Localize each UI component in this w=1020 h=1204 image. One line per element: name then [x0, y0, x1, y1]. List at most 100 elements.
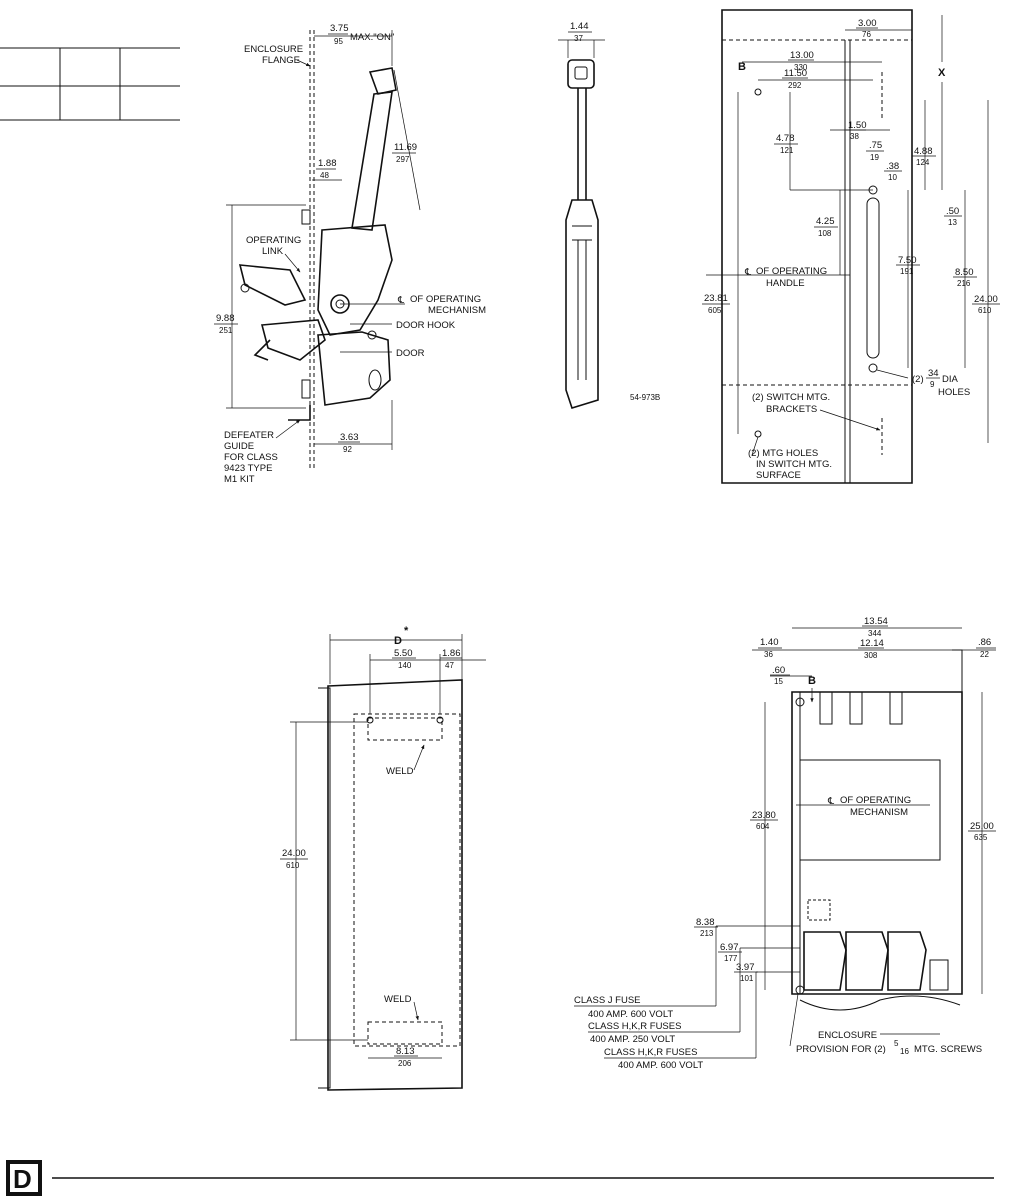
dim-0-86-bottom: 22	[980, 650, 989, 659]
door-label: DOOR	[396, 348, 425, 359]
side-view-mechanism: 3.75 95 MAX."ON" ENCLOSURE FLANGE 1.88 4…	[214, 23, 486, 485]
logo-letter: D	[13, 1164, 32, 1194]
d-star-asterisk: *	[404, 625, 409, 637]
dia-holes-bottom: 9	[930, 380, 935, 389]
weld-label-top: WELD	[386, 766, 414, 777]
class-hkr-600-rating: 400 AMP. 600 VOLT	[618, 1060, 703, 1071]
dim-11-69-top: 11.69	[394, 142, 417, 153]
dim-1-50-bottom: 38	[850, 132, 859, 141]
dim-8-50-bottom: 216	[957, 279, 971, 288]
holes-label: HOLES	[938, 387, 970, 398]
cl-symbol-handle: ℄	[744, 267, 752, 278]
provision-bottom: 16	[900, 1047, 909, 1056]
dim-9-88-bottom: 251	[219, 326, 233, 335]
dim-24-00-top-door: 24.00	[282, 848, 306, 859]
dim-0-38-top: .38	[886, 161, 899, 172]
dim-12-14-bottom: 308	[864, 651, 878, 660]
dim-3-75-suffix: MAX."ON"	[350, 32, 394, 43]
dim-8-38-bottom: 213	[700, 929, 714, 938]
cl-symbol-mech: ℄	[397, 295, 405, 306]
dim-1-40-top: 1.40	[760, 637, 779, 648]
b-marker-bottom: B	[808, 675, 816, 687]
dim-4-78-top: 4.78	[776, 133, 795, 144]
dim-1-86-top: 1.86	[442, 648, 461, 659]
dim-9-88-top: 9.88	[216, 313, 235, 324]
defeater-label-1: DEFEATER	[224, 430, 274, 441]
mtg-holes-label-1: (2) MTG HOLES	[748, 448, 818, 459]
b-marker-top: B	[738, 61, 746, 73]
dim-23-80-top: 23.80	[752, 810, 776, 821]
switch-mtg-label-1: (2) SWITCH MTG.	[752, 392, 830, 403]
dim-1-44-bottom: 37	[574, 34, 583, 43]
dim-8-13-bottom: 206	[398, 1059, 412, 1068]
dim-11-50-top: 11.50	[784, 68, 807, 79]
dim-3-97-top: 3.97	[736, 962, 755, 973]
front-view-handle: 1.44 37 54-973B	[558, 21, 660, 409]
mtg-holes-label-3: SURFACE	[756, 470, 801, 481]
dim-24-00-top-right: 24.00	[974, 294, 998, 305]
dim-0-60-top: .60	[772, 665, 785, 676]
cl-symbol-mech-b: ℄	[827, 796, 835, 807]
dia-holes-prefix: (2)	[912, 374, 924, 385]
x-marker: X	[938, 67, 946, 79]
dim-0-60-bottom: 15	[774, 677, 783, 686]
cl-mechanism-label-2: MECHANISM	[428, 305, 486, 316]
dim-0-50-bottom: 13	[948, 218, 957, 227]
operating-link-label-1: OPERATING	[246, 235, 301, 246]
dim-1-50-top: 1.50	[848, 120, 867, 131]
dim-23-81-bottom: 605	[708, 306, 722, 315]
provision-suffix: MTG. SCREWS	[914, 1044, 982, 1055]
dim-6-97-top: 6.97	[720, 942, 739, 953]
dim-1-40-bottom: 36	[764, 650, 773, 659]
dim-4-88-bottom: 124	[916, 158, 930, 167]
dim-8-50-top: 8.50	[955, 267, 974, 278]
part-number: 54-973B	[630, 393, 660, 402]
dim-13-00-top: 13.00	[790, 50, 814, 61]
dim-1-88-bottom: 48	[320, 171, 329, 180]
dim-13-54-bottom: 344	[868, 629, 882, 638]
class-j-label: CLASS J FUSE	[574, 995, 641, 1006]
cl-mech-b-label-2: MECHANISM	[850, 807, 908, 818]
dim-0-75-top: .75	[869, 140, 882, 151]
dim-6-97-bottom: 177	[724, 954, 738, 963]
dim-4-88-top: 4.88	[914, 146, 933, 157]
footer: D	[6, 1160, 994, 1196]
d-star-label: D	[394, 635, 402, 647]
dim-24-00-bottom-door: 610	[286, 861, 300, 870]
dim-1-86-bottom: 47	[445, 661, 454, 670]
dia-holes-top: 34	[928, 368, 939, 379]
door-view: D * 5.50 140 1.86 47 WELD WELD 24.00 610…	[280, 625, 486, 1091]
dim-8-38-top: 8.38	[696, 917, 715, 928]
dim-7-50-top: 7.50	[898, 255, 917, 266]
dim-7-50-bottom: 191	[900, 267, 914, 276]
dim-24-00-bottom-right: 610	[978, 306, 992, 315]
dim-3-75-top: 3.75	[330, 23, 349, 34]
dim-3-00-top: 3.00	[858, 18, 877, 29]
dim-5-50-top: 5.50	[394, 648, 413, 659]
dim-3-00-bottom: 76	[862, 30, 871, 39]
operating-link-label-2: LINK	[262, 246, 284, 257]
dim-4-25-bottom: 108	[818, 229, 832, 238]
class-hkr-600-label: CLASS H,K,R FUSES	[604, 1047, 697, 1058]
weld-label-bottom: WELD	[384, 994, 412, 1005]
dim-3-75-bottom: 95	[334, 37, 343, 46]
class-hkr-250-rating: 400 AMP. 250 VOLT	[590, 1034, 675, 1045]
dim-11-50-bottom: 292	[788, 81, 802, 90]
defeater-label-4: 9423 TYPE	[224, 463, 272, 474]
cl-handle-label-2: HANDLE	[766, 278, 805, 289]
dim-4-78-bottom: 121	[780, 146, 794, 155]
mtg-holes-label-2: IN SWITCH MTG.	[756, 459, 832, 470]
class-hkr-250-label: CLASS H,K,R FUSES	[588, 1021, 681, 1032]
dim-4-25-top: 4.25	[816, 216, 835, 227]
dim-23-81-top: 23.81	[704, 293, 728, 304]
cl-mech-b-label-1: OF OPERATING	[840, 795, 911, 806]
provision-top: 5	[894, 1039, 899, 1048]
dim-0-86-top: .86	[978, 637, 991, 648]
enclosure-flange-label-2: FLANGE	[262, 55, 300, 66]
dim-1-88-top: 1.88	[318, 158, 337, 169]
door-hook-label: DOOR HOOK	[396, 320, 456, 331]
dim-1-44-top: 1.44	[570, 21, 589, 32]
dim-5-50-bottom: 140	[398, 661, 412, 670]
dim-0-38-bottom: 10	[888, 173, 897, 182]
dim-8-13-top: 8.13	[396, 1046, 415, 1057]
